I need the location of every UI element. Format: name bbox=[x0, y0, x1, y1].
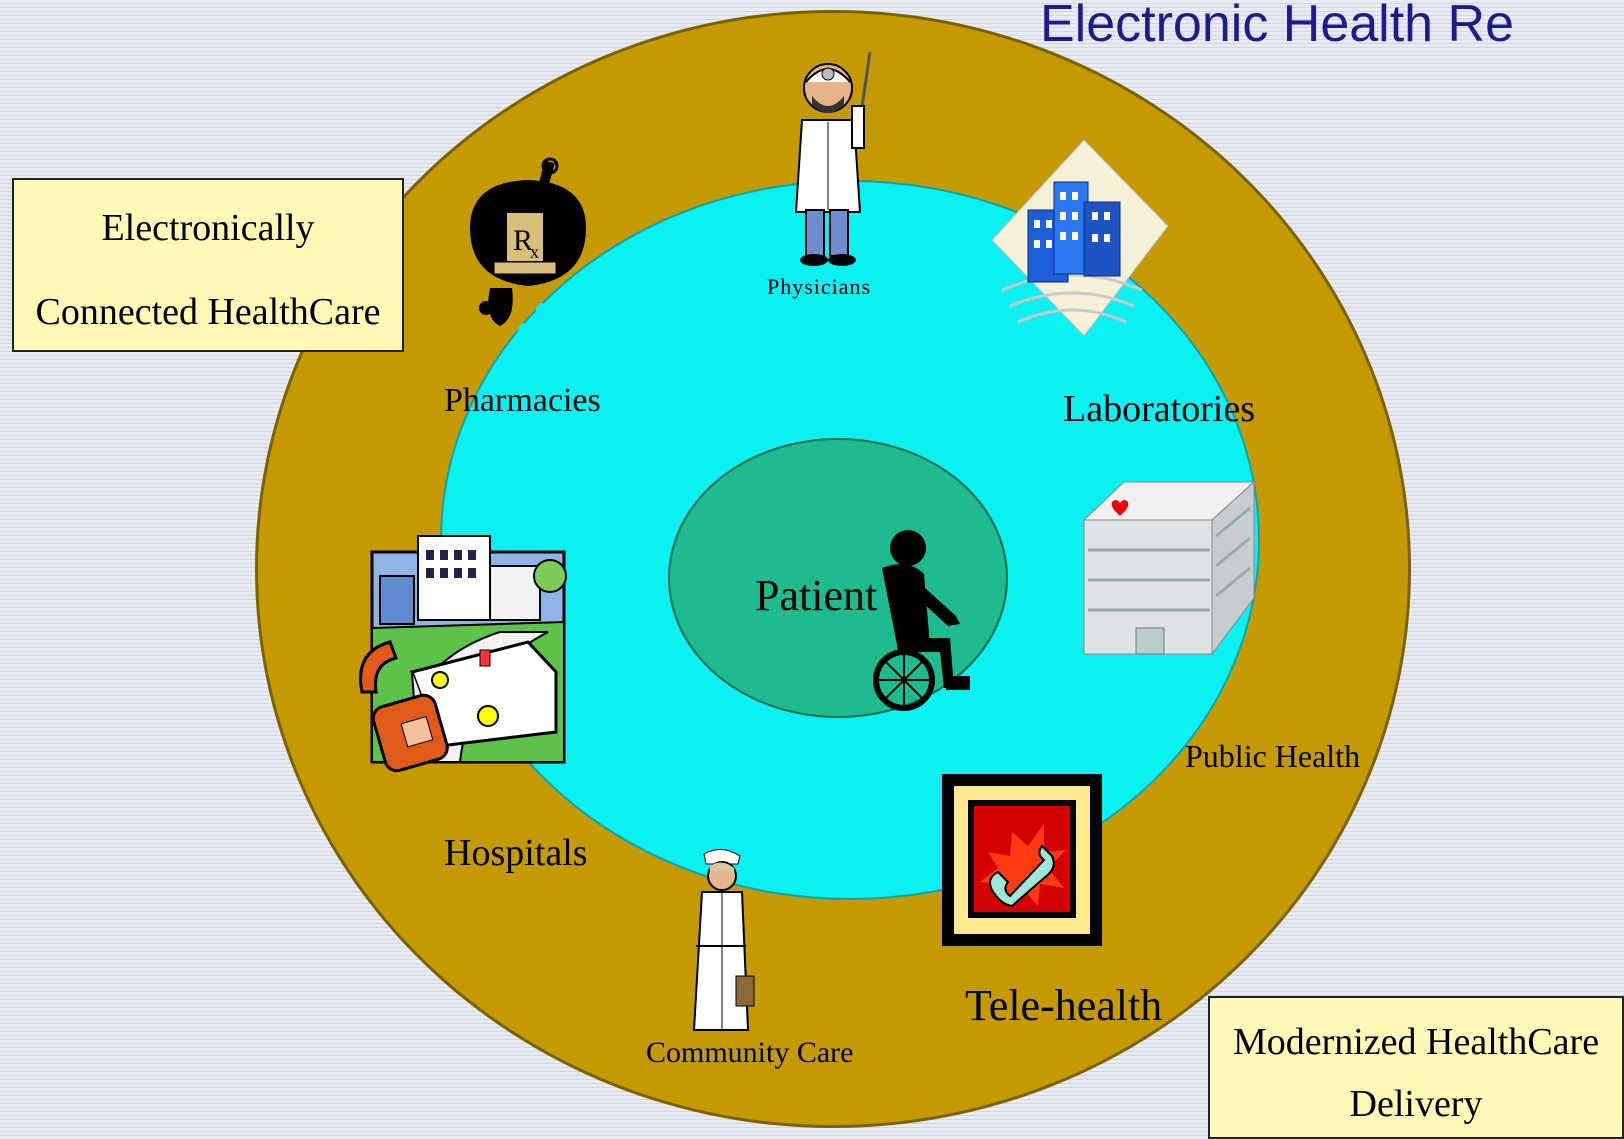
nurse-icon bbox=[692, 849, 755, 1031]
tele-health-phone-icon bbox=[942, 774, 1102, 946]
page-title: Electronic Health Re bbox=[1040, 0, 1514, 53]
modernized-box-line2: Delivery bbox=[1349, 1083, 1483, 1125]
connected-box-line2: Connected HealthCare bbox=[35, 291, 381, 333]
svg-text:R: R bbox=[513, 224, 533, 257]
modernized-healthcare-box: Modernized HealthCare Delivery bbox=[1208, 996, 1624, 1139]
connected-healthcare-box: Electronically Connected HealthCare bbox=[12, 178, 404, 352]
node-label-community-care: Community Care bbox=[646, 1036, 854, 1069]
hospital-ambulance-city-icon bbox=[359, 535, 567, 773]
node-label-tele-health: Tele-health bbox=[965, 981, 1163, 1030]
wheelchair-patient-icon bbox=[873, 530, 970, 711]
node-label-public-health: Public Health bbox=[1185, 738, 1361, 774]
node-label-physicians: Physicians bbox=[767, 274, 872, 299]
node-label-pharmacies: Pharmacies bbox=[444, 382, 601, 419]
physician-icon bbox=[794, 51, 872, 266]
connected-box-line1: Electronically bbox=[101, 207, 315, 249]
node-label-hospitals: Hospitals bbox=[444, 832, 588, 874]
public-health-hospital-building-icon bbox=[1082, 480, 1256, 656]
pharmacy-mortar-rx-icon: R x bbox=[470, 157, 586, 338]
svg-text:x: x bbox=[530, 242, 539, 262]
modernized-box-line1: Modernized HealthCare bbox=[1232, 1021, 1600, 1063]
node-label-laboratories: Laboratories bbox=[1063, 388, 1256, 430]
laboratory-building-icon bbox=[991, 139, 1169, 337]
center-label-patient: Patient bbox=[755, 571, 878, 620]
